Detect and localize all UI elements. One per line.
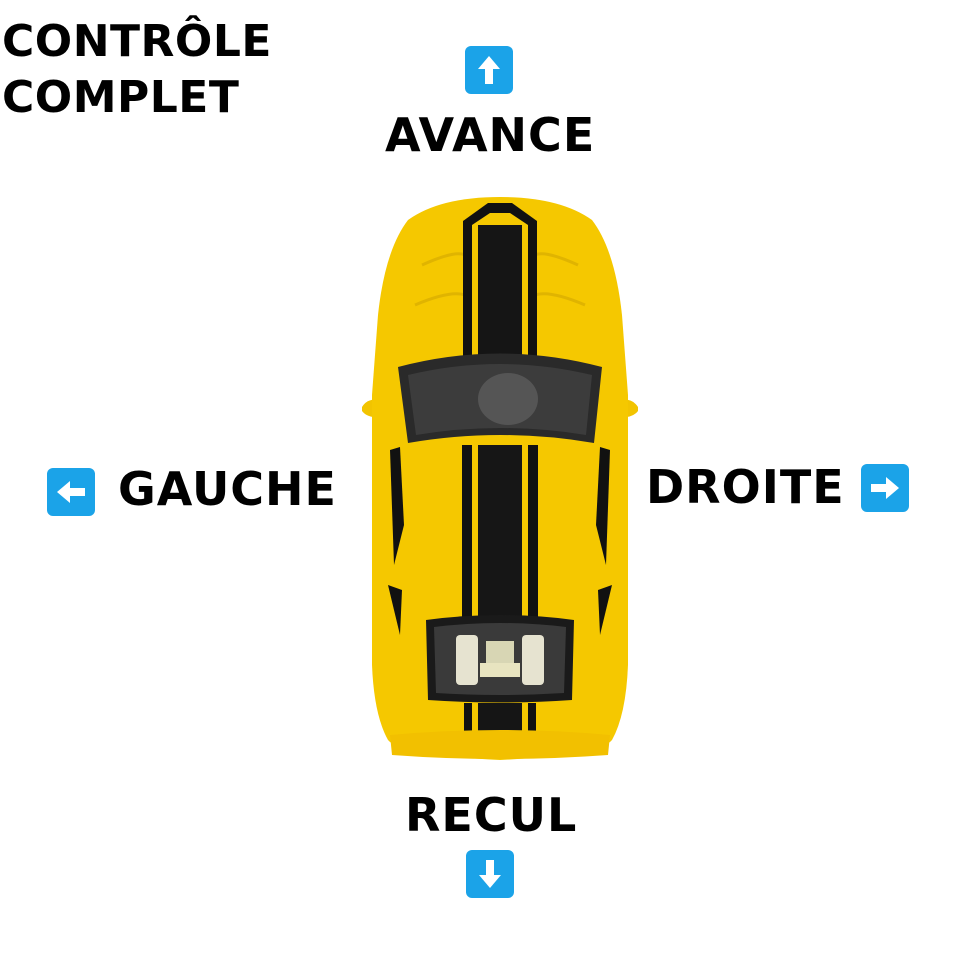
arrow-up-icon <box>465 46 513 94</box>
backward-label: RECUL <box>405 788 578 842</box>
arrow-down-icon <box>466 850 514 898</box>
left-label: GAUCHE <box>118 462 337 516</box>
arrow-right-icon <box>861 464 909 512</box>
right-label: DROITE <box>646 460 845 514</box>
forward-label: AVANCE <box>385 108 596 162</box>
heading-line-2: COMPLET <box>2 72 240 123</box>
toy-car-image <box>360 195 640 775</box>
heading: CONTRÔLE COMPLET <box>2 14 272 126</box>
arrow-left-icon <box>47 468 95 516</box>
heading-line-1: CONTRÔLE <box>2 16 272 67</box>
